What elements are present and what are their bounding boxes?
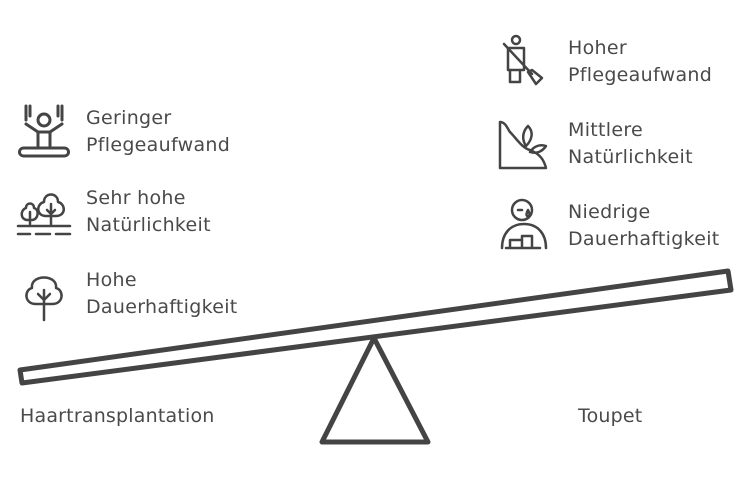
- person-sweeping-icon: [498, 34, 554, 90]
- seesaw-fulcrum: [319, 335, 431, 445]
- person-on-swing-icon: [16, 104, 72, 160]
- left-item-maintenance: Geringer Pflegeaufwand: [16, 104, 230, 160]
- left-item-durability: Hohe Dauerhaftigkeit: [16, 266, 238, 322]
- label-line-1: Hoher: [568, 37, 627, 59]
- label-line-2: Dauerhaftigkeit: [568, 228, 720, 250]
- right-item-durability: Niedrige Dauerhaftigkeit: [498, 198, 720, 254]
- right-side-title: Toupet: [578, 405, 643, 427]
- label-line-1: Niedrige: [568, 201, 651, 223]
- right-item-durability-label: Niedrige Dauerhaftigkeit: [568, 199, 720, 253]
- right-item-naturalness: Mittlere Natürlichkeit: [498, 116, 693, 172]
- right-item-maintenance-label: Hoher Pflegeaufwand: [568, 35, 712, 89]
- label-line-1: Sehr hohe: [86, 187, 186, 209]
- label-line-2: Natürlichkeit: [86, 214, 211, 236]
- sad-person-icon: [498, 198, 554, 254]
- left-item-naturalness-label: Sehr hohe Natürlichkeit: [86, 185, 211, 239]
- label-line-1: Hohe: [86, 269, 137, 291]
- label-line-2: Pflegeaufwand: [86, 134, 231, 156]
- left-item-durability-label: Hohe Dauerhaftigkeit: [86, 267, 238, 321]
- left-item-maintenance-label: Geringer Pflegeaufwand: [86, 105, 230, 159]
- plant-on-hill-icon: [498, 116, 554, 172]
- tree-icon: [16, 266, 72, 322]
- label-line-2: Pflegeaufwand: [568, 64, 713, 86]
- seesaw-plank: [17, 268, 734, 386]
- label-line-1: Mittlere: [568, 119, 644, 141]
- right-item-maintenance: Hoher Pflegeaufwand: [498, 34, 712, 90]
- label-line-2: Natürlichkeit: [568, 146, 693, 168]
- right-item-naturalness-label: Mittlere Natürlichkeit: [568, 117, 693, 171]
- left-item-naturalness: Sehr hohe Natürlichkeit: [16, 184, 211, 240]
- label-line-2: Dauerhaftigkeit: [86, 296, 238, 318]
- label-line-1: Geringer: [86, 107, 172, 129]
- left-side-title: Haartransplantation: [20, 405, 215, 427]
- trees-landscape-icon: [16, 184, 72, 240]
